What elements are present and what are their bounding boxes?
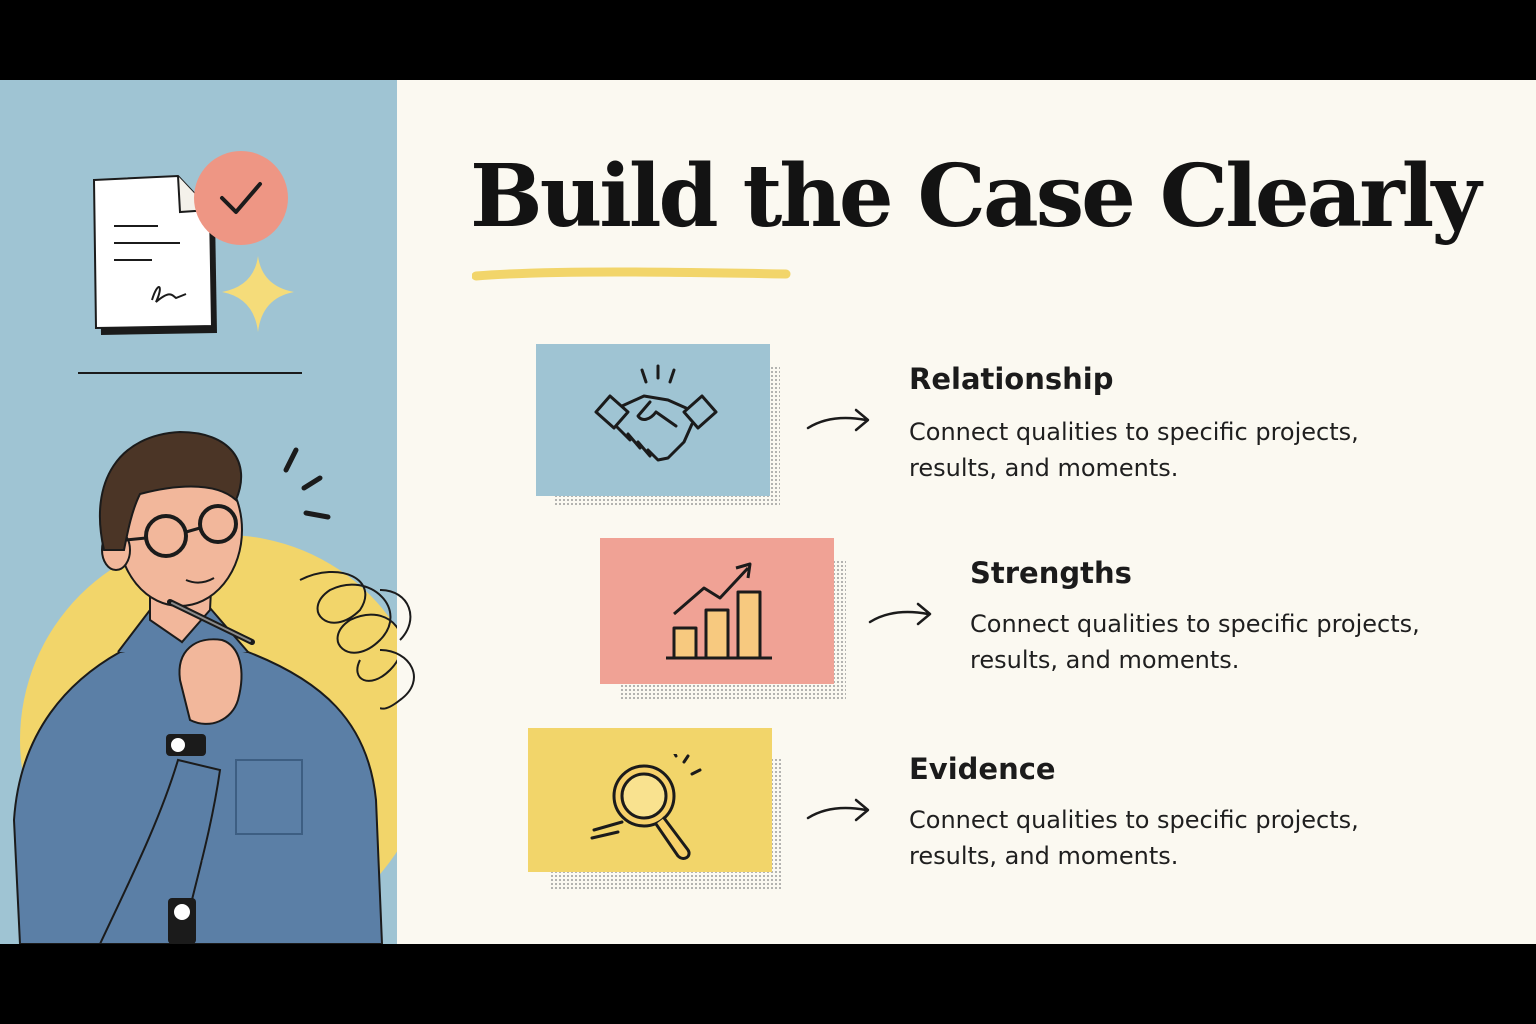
slide: Build the Case Clearly Relationship Conn…	[0, 80, 1536, 944]
item-title-strengths: Strengths	[970, 556, 1132, 590]
item-title-evidence: Evidence	[909, 752, 1056, 786]
arrow-icon	[806, 408, 870, 432]
illustration-art	[12, 151, 397, 944]
scribble-overflow	[380, 589, 415, 710]
item-description-strengths: Connect qualities to specific projects, …	[970, 610, 1420, 674]
magnifier-icon	[590, 754, 702, 860]
card-strengths	[600, 538, 850, 708]
card-evidence	[528, 728, 788, 898]
arrow-icon	[806, 798, 870, 822]
page-title: Build the Case Clearly	[470, 146, 1481, 247]
handshake-icon	[594, 364, 718, 462]
arrow-icon	[868, 602, 932, 626]
letterbox-top	[0, 0, 1536, 80]
card-relationship	[536, 344, 786, 514]
person-thinking-illustration	[12, 430, 384, 944]
illustration-panel	[0, 80, 397, 944]
item-description-relationship: Connect qualities to specific projects, …	[909, 418, 1359, 482]
emphasis-marks	[283, 447, 331, 520]
checkmark-badge-icon	[194, 151, 288, 245]
pen-icon	[167, 599, 255, 645]
letterbox-bottom	[0, 944, 1536, 1024]
item-title-relationship: Relationship	[909, 362, 1114, 396]
sparkle-icon	[222, 256, 294, 332]
item-description-evidence: Connect qualities to specific projects, …	[909, 806, 1359, 870]
scribble-mark	[299, 571, 397, 682]
title-underline	[472, 267, 791, 281]
document-icon	[92, 174, 217, 335]
growth-chart-icon	[666, 562, 772, 660]
